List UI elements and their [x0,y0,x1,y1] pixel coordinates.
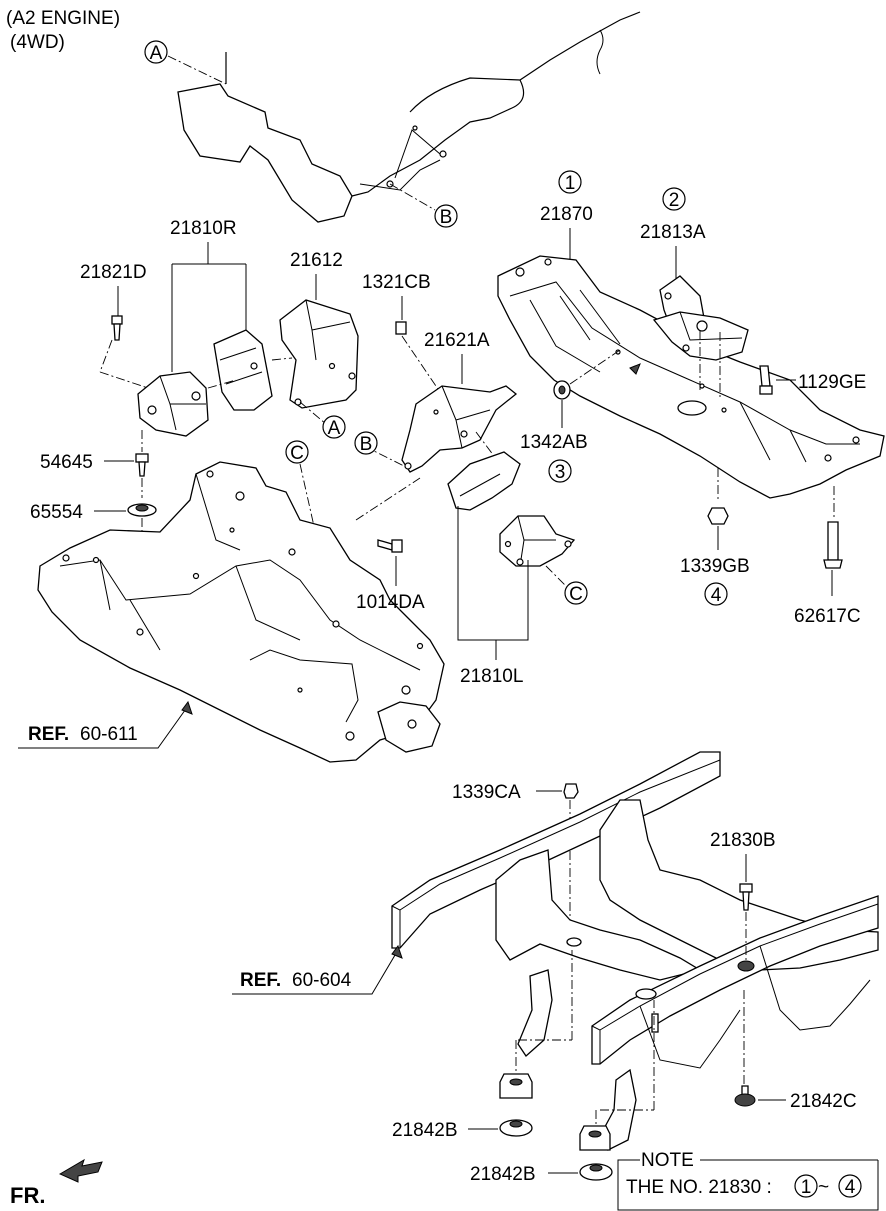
svg-text:2: 2 [669,190,680,211]
part-label-21810L: 21810L [460,666,523,687]
leader-a-top [167,55,227,85]
ref-60-604: REF. 60-604 [232,944,403,995]
nut-1339CA [563,783,579,799]
bracket-21621A [401,385,518,473]
callout-b-mid: B [354,431,378,455]
callout-1: 1 [558,170,582,194]
callout-3: 3 [548,459,572,483]
heat-shield [447,451,521,511]
front-direction-indicator: FR. [10,1158,103,1208]
part-label-1342AB: 1342AB [520,432,588,453]
callout-a-top: A [144,40,168,64]
note-range-start: 1 [801,1177,812,1198]
callout-b-top: B [434,204,458,228]
bolt-54645 [135,453,149,477]
bolt-1014DA [377,539,403,553]
nut-1321CB [395,321,407,335]
callout-c-right: C [564,581,588,605]
leader-b-top [389,183,436,211]
note-tilde: ~ [818,1177,829,1198]
part-label-21842B-2: 21842B [470,1164,536,1185]
front-arrow-icon [58,1158,103,1183]
bracket-21612 [279,299,359,409]
washer-21842B-upper [499,1119,533,1137]
part-label-1339CA: 1339CA [452,782,521,803]
bolt-21830B [739,883,753,911]
part-label-54645: 54645 [40,452,93,473]
front-subframe [37,461,445,763]
part-label-21621A: 21621A [424,330,490,351]
part-label-21870: 21870 [540,204,593,225]
part-label-21612: 21612 [290,250,343,271]
part-label-21821D: 21821D [80,262,147,283]
svg-text:C: C [569,584,583,605]
drive-variant-label: (4WD) [10,32,65,53]
engine-outline [177,11,641,223]
bolt-1129GE [759,365,773,395]
bolt-62617C [823,521,843,569]
svg-text:60-611: 60-611 [80,724,138,745]
part-label-1321CB: 1321CB [362,272,431,293]
note-text: THE NO. 21830 : [626,1177,772,1198]
svg-text:A: A [150,43,163,64]
callout-2: 2 [662,187,686,211]
callout-c-left: C [285,440,309,464]
callout-4: 4 [704,582,728,606]
insulator-21810R [137,371,209,437]
note-box: NOTE THE NO. 21830 : 1 ~ 4 [617,1150,879,1211]
insulator-21810L [499,515,576,567]
ref-60-611: REF. 60-611 [18,700,193,749]
part-label-62617C: 62617C [794,606,861,627]
part-label-65554: 65554 [30,502,83,523]
svg-text:1: 1 [565,173,576,194]
part-label-21842C: 21842C [790,1091,857,1112]
bracket-21810L [457,506,529,660]
part-label-1339GB: 1339GB [680,556,750,577]
svg-text:60-604: 60-604 [292,970,352,991]
bracket-21810R [171,242,247,372]
part-label-21810R: 21810R [170,218,237,239]
svg-text:B: B [440,207,453,228]
svg-text:4: 4 [711,585,722,606]
svg-text:B: B [360,434,373,455]
svg-text:REF.: REF. [28,724,69,745]
svg-text:C: C [290,443,304,464]
cushion-block [213,329,273,411]
cushion-21842B-upper [499,1073,533,1099]
callout-a-mid: A [322,415,346,439]
bracket-21813A [652,275,749,361]
part-label-1129GE: 1129GE [798,372,866,393]
svg-text:REF.: REF. [240,970,281,991]
note-range-end: 4 [845,1177,856,1198]
front-label: FR. [10,1183,45,1208]
washer-21842B-lower [579,1163,613,1181]
nut-1339GB [707,507,729,525]
note-title: NOTE [641,1150,694,1171]
bolt-21821D [111,315,123,341]
chassis-frame [391,751,879,1069]
engine-variant-label: (A2 ENGINE) [6,8,120,29]
svg-text:A: A [328,418,341,439]
cushion-21842B-lower [579,1125,611,1151]
svg-text:3: 3 [555,462,566,483]
part-label-21830B: 21830B [710,830,776,851]
part-label-21813A: 21813A [640,222,706,243]
part-label-1014DA: 1014DA [356,592,425,613]
washer-65554 [127,503,157,517]
part-label-21842B-1: 21842B [392,1120,458,1141]
lower-bracket-left [517,969,553,1057]
washer-1342AB [553,380,571,400]
bolt-21842C [734,1085,756,1107]
